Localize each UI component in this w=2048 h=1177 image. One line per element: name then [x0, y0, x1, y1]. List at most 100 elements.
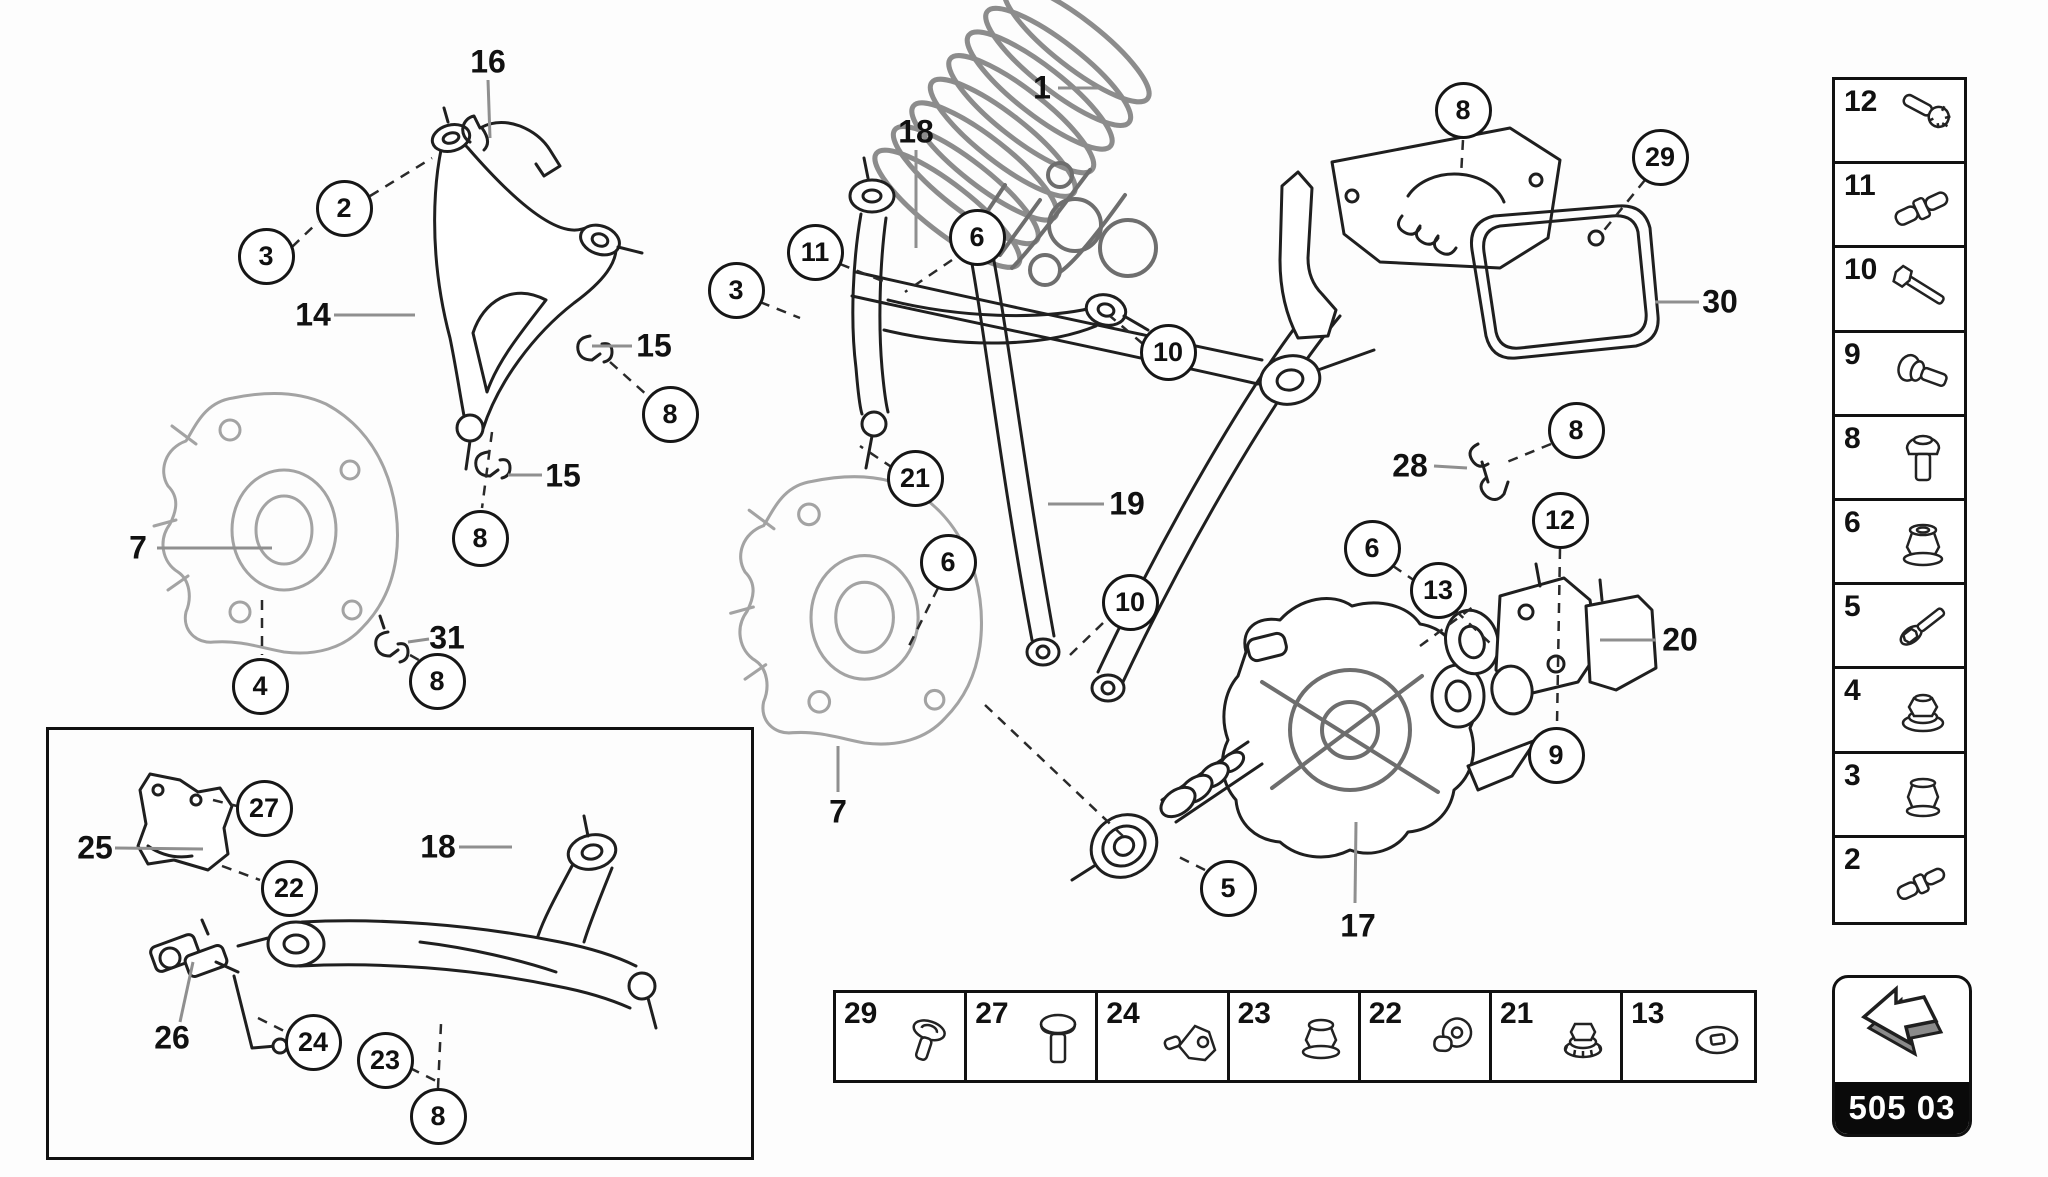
dashed-leader-line: [1392, 564, 1422, 587]
callout-circle-6[interactable]: 6: [948, 208, 1006, 266]
callout-circle-3[interactable]: 3: [707, 261, 765, 319]
callout-circle-13[interactable]: 13: [1409, 561, 1467, 619]
fastener-strip-item-13[interactable]: 13: [1623, 993, 1755, 1080]
fastener-strip-item-22[interactable]: 22: [1360, 993, 1492, 1080]
callout-circle-10[interactable]: 10: [1101, 573, 1159, 631]
solid-leader-line: [1353, 821, 1358, 904]
callout-circle-21[interactable]: 21: [886, 449, 944, 507]
callout-label-25: 25: [77, 829, 113, 866]
fastener-strip-item-23[interactable]: 23: [1229, 993, 1361, 1080]
fastener-strip-item-24[interactable]: 24: [1098, 993, 1230, 1080]
dashed-leader-line: [904, 258, 953, 294]
callout-label-20: 20: [1662, 621, 1698, 658]
clip-31-drawing: [374, 614, 410, 664]
callout-circle-8[interactable]: 8: [1547, 401, 1605, 459]
fastener-strip-item-21[interactable]: 21: [1491, 993, 1624, 1080]
stabilizer-bracket-drawing: [136, 772, 234, 872]
callout-circle-8[interactable]: 8: [409, 1087, 467, 1145]
callout-label-18: 18: [898, 113, 934, 150]
fastener-legend-item-4[interactable]: 4: [1835, 669, 1964, 754]
fastener-number: 29: [844, 997, 878, 1030]
solid-leader-line: [407, 637, 430, 644]
fastener-legend-item-10[interactable]: 10: [1835, 248, 1964, 333]
back-arrow-icon: [1860, 985, 1944, 1058]
callout-circle-8[interactable]: 8: [408, 652, 466, 710]
callout-label-28: 28: [1392, 447, 1428, 484]
fastener-legend-item-5[interactable]: 5: [1835, 585, 1964, 670]
solid-leader-line: [114, 846, 204, 851]
fastener-number: 4: [1844, 674, 1861, 708]
fastener-strip-item-27[interactable]: 27: [967, 993, 1099, 1080]
callout-circle-8[interactable]: 8: [451, 509, 509, 567]
callout-circle-6[interactable]: 6: [1343, 519, 1401, 577]
fastener-number: 3: [1844, 758, 1861, 792]
sleeve-pin-icon: [1888, 845, 1958, 915]
dashed-leader-line: [291, 221, 319, 248]
shoulder-bolt-bushing-icon: [1888, 338, 1958, 408]
callout-label-7: 7: [829, 793, 847, 830]
clip-28-drawing: [1468, 442, 1510, 501]
suspension-links-drawing: [850, 238, 1376, 703]
fastener-legend-item-12[interactable]: 12: [1835, 80, 1964, 165]
dashed-leader-line: [1501, 442, 1552, 466]
dashed-leader-line: [839, 262, 886, 284]
fastener-legend-item-9[interactable]: 9: [1835, 332, 1964, 417]
fastener-number: 10: [1844, 253, 1878, 287]
lower-control-arm-drawing: [236, 814, 658, 1030]
callout-circle-23[interactable]: 23: [356, 1031, 414, 1089]
lock-nut-icon: [1888, 759, 1958, 829]
callout-circle-6[interactable]: 6: [919, 533, 977, 591]
dashed-leader-line: [906, 587, 940, 649]
fastener-legend-item-11[interactable]: 11: [1835, 164, 1964, 249]
washer-head-bolt-icon: [1888, 591, 1958, 661]
serrated-flange-nut-icon: [1550, 1004, 1616, 1070]
fastener-number: 22: [1368, 997, 1403, 1030]
fastener-strip-item-29[interactable]: 29: [836, 993, 968, 1080]
callout-label-17: 17: [1340, 907, 1376, 944]
callout-circle-8[interactable]: 8: [641, 385, 699, 443]
fastener-number: 8: [1844, 421, 1861, 455]
callout-circle-8[interactable]: 8: [1434, 81, 1492, 139]
callout-circle-24[interactable]: 24: [284, 1013, 342, 1071]
fastener-legend-item-3[interactable]: 3: [1835, 753, 1964, 838]
callout-circle-12[interactable]: 12: [1531, 491, 1589, 549]
spacer-washer-icon: [1684, 1004, 1750, 1070]
callout-circle-27[interactable]: 27: [235, 779, 293, 837]
callout-circle-9[interactable]: 9: [1527, 726, 1585, 784]
fastener-number: 27: [975, 997, 1009, 1030]
callout-circle-3[interactable]: 3: [237, 227, 295, 285]
callout-circle-22[interactable]: 22: [260, 859, 318, 917]
fastener-legend-item-6[interactable]: 6: [1835, 500, 1964, 586]
flange-nut-washer-icon: [1888, 675, 1958, 745]
lower-arm-group-box: [46, 727, 754, 1160]
fastener-legend-item-8[interactable]: 8: [1835, 416, 1964, 501]
fastener-legend-item-2[interactable]: 2: [1835, 837, 1964, 922]
fastener-number: 6: [1844, 505, 1861, 539]
callout-circle-5[interactable]: 5: [1199, 859, 1257, 917]
stepped-sleeve-pin-icon: [1888, 170, 1958, 240]
callout-label-14: 14: [295, 296, 331, 333]
dashed-leader-line: [257, 1016, 289, 1035]
dashed-leader-line: [984, 704, 1126, 839]
dashed-leader-line: [212, 798, 238, 808]
rubber-bushing-icon: [1419, 1004, 1485, 1070]
dashed-leader-line: [409, 1066, 437, 1083]
dashed-leader-line: [1069, 621, 1105, 656]
page-code-nav-button[interactable]: 505 03: [1832, 975, 1972, 1137]
callout-circle-10[interactable]: 10: [1139, 323, 1197, 381]
dashed-leader-line: [1459, 139, 1465, 177]
damper-bracket-drawing: [1278, 126, 1660, 360]
callout-circle-4[interactable]: 4: [231, 657, 289, 715]
callout-label-15: 15: [545, 457, 581, 494]
flange-lock-nut-icon: [1888, 507, 1958, 577]
mount-bracket-drawing: [1444, 562, 1658, 716]
callout-circle-11[interactable]: 11: [786, 223, 844, 281]
fastener-number: 5: [1844, 590, 1861, 624]
callout-circle-2[interactable]: 2: [315, 179, 373, 237]
fastener-number: 11: [1844, 169, 1876, 203]
callout-circle-29[interactable]: 29: [1631, 128, 1689, 186]
shock-linkage-drawing: [973, 161, 1158, 287]
